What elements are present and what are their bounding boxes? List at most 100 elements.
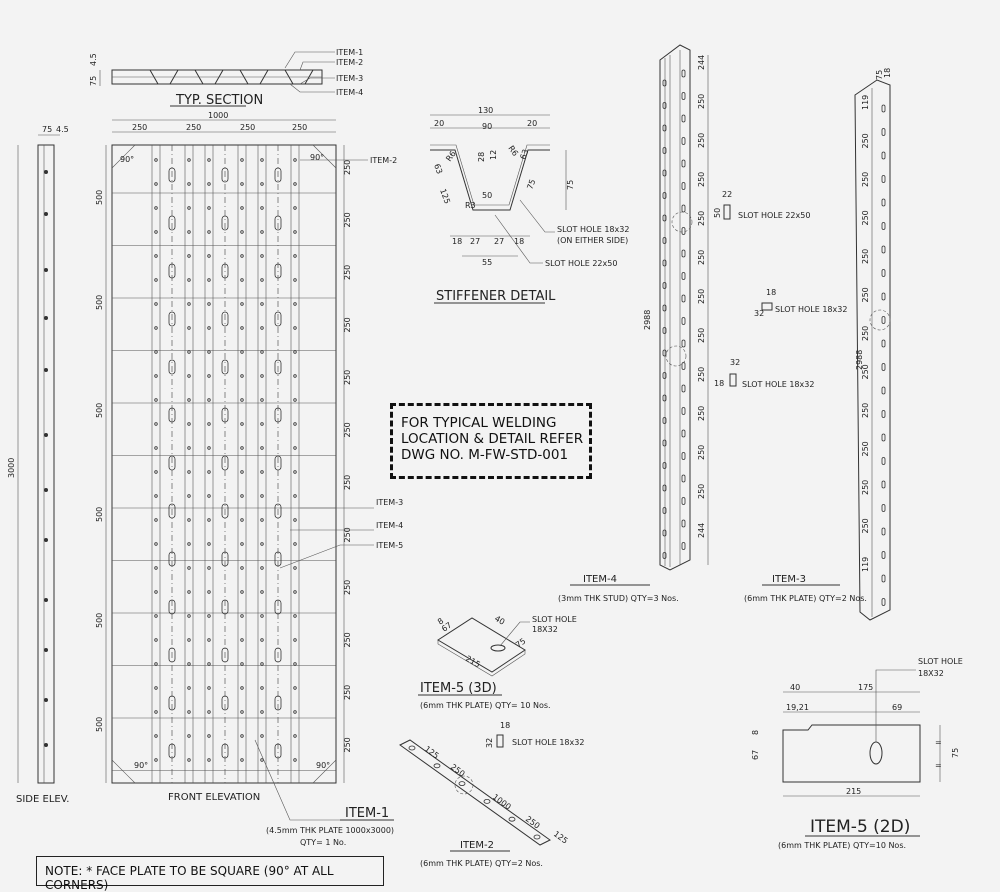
- plate-slot-mark: [881, 198, 886, 207]
- plug-weld: [240, 158, 244, 162]
- item1-title: ITEM-1: [345, 806, 389, 821]
- plate-dim: 250: [861, 210, 870, 225]
- stud-slot: [662, 214, 667, 222]
- plug-weld: [240, 590, 244, 594]
- channel-slot: [168, 503, 176, 519]
- plug-weld: [154, 590, 158, 594]
- stud-slot: [681, 317, 686, 325]
- stud-slot: [681, 227, 686, 235]
- left-dim-5: 500: [95, 613, 104, 628]
- plate-slot-mark: [881, 339, 886, 348]
- channel-slot: [274, 599, 282, 615]
- right-dim: 250: [343, 265, 352, 280]
- plate-slot-mark: [881, 433, 886, 442]
- stud-length: 2988: [643, 310, 652, 330]
- stiff-bot-2: 27: [470, 237, 480, 246]
- plate-dim: 250: [861, 480, 870, 495]
- plug-weld: [240, 494, 244, 498]
- plug-weld: [240, 518, 244, 522]
- section-item-4: ITEM-4: [336, 88, 363, 97]
- right-dim: 250: [343, 580, 352, 595]
- plug-weld: [293, 686, 297, 690]
- item-4-stud: 244250250250250250250250250250250250244 …: [558, 44, 814, 603]
- plug-weld: [293, 326, 297, 330]
- plug-weld: [260, 518, 264, 522]
- plate-dim: 250: [861, 133, 870, 148]
- plug-weld: [187, 230, 191, 234]
- i5-2d-d69: 69: [892, 703, 902, 712]
- stiff-d50: 50: [482, 191, 492, 200]
- i5-3d-d75: 75: [514, 636, 528, 649]
- front-callout-item-2: ITEM-2: [370, 156, 397, 165]
- channel-slot: [274, 215, 282, 231]
- plug-weld: [260, 158, 264, 162]
- stiff-top: 130: [478, 106, 493, 115]
- plug-weld: [187, 302, 191, 306]
- plug-weld: [293, 662, 297, 666]
- channel-slot: [221, 647, 229, 663]
- plug-weld: [293, 566, 297, 570]
- item2-dim: 125: [423, 744, 441, 760]
- item1-spec: (4.5mm THK PLATE 1000x3000): [266, 826, 394, 835]
- plate-slot-mark: [881, 527, 886, 536]
- item2-title: ITEM-2: [460, 840, 494, 851]
- stud-slot: [681, 69, 686, 78]
- i5-2d-d67: 67: [751, 750, 760, 760]
- plug-weld: [207, 254, 211, 258]
- plug-weld: [207, 590, 211, 594]
- section-item-2: ITEM-2: [336, 58, 363, 67]
- plug-weld: [154, 350, 158, 354]
- stiff-r3: R3: [465, 201, 476, 210]
- channel-slot: [168, 263, 176, 279]
- plate-dim: 250: [861, 403, 870, 418]
- plug-weld: [187, 614, 191, 618]
- stud-slot: [662, 394, 667, 402]
- channel-slot: [168, 743, 176, 759]
- channel-slot: [274, 551, 282, 567]
- right-dim: 250: [343, 422, 352, 437]
- stud-slot: [681, 542, 686, 550]
- i5-2d-d8: 8: [751, 730, 760, 735]
- plug-weld: [207, 686, 211, 690]
- item2-slot-mark: [483, 799, 491, 804]
- item-5-3d: 67 8 40 75 215 SLOT HOLE 18X32 ITEM-5 (3…: [418, 614, 577, 710]
- stud-dim: 244: [697, 55, 706, 70]
- plug-weld: [207, 326, 211, 330]
- plug-weld: [240, 326, 244, 330]
- plug-weld: [293, 182, 297, 186]
- plug-weld: [240, 302, 244, 306]
- typical-section: 75 4.5 TYP. SECTION ITEM-1 ITEM-2 ITEM-3…: [89, 48, 363, 108]
- plug-weld: [240, 206, 244, 210]
- plate-dim: 250: [861, 287, 870, 302]
- plate-dim: 250: [861, 364, 870, 379]
- plate-slot-mark: [881, 504, 886, 512]
- plug-weld: [154, 230, 158, 234]
- plug-weld: [293, 518, 297, 522]
- plug-weld: [260, 374, 264, 378]
- stud-slot: [681, 519, 686, 528]
- plug-weld: [207, 350, 211, 354]
- plug-weld: [240, 182, 244, 186]
- item-3-plate: 119250250250250250250250250250250250119 …: [744, 68, 892, 621]
- front-callout-item-4: ITEM-4: [376, 521, 403, 530]
- plug-weld: [154, 518, 158, 522]
- channel-slot: [274, 311, 282, 327]
- plug-weld: [240, 278, 244, 282]
- side-dim-4-5: 4.5: [56, 125, 69, 134]
- stud-dim: 250: [697, 367, 706, 382]
- item3-spec: (6mm THK PLATE) QTY=2 Nos.: [744, 594, 867, 603]
- stiff-r-right: R6: [506, 144, 519, 158]
- item4-spec: (3mm THK STUD) QTY=3 Nos.: [558, 594, 679, 603]
- channel-slot: [221, 695, 229, 711]
- plug-weld: [187, 254, 191, 258]
- plug-weld: [260, 302, 264, 306]
- plug-weld: [293, 374, 297, 378]
- plug-weld: [187, 518, 191, 522]
- item5-3d-title: ITEM-5 (3D): [420, 681, 497, 696]
- channel-slot: [274, 359, 282, 375]
- stud-slot: [681, 339, 686, 348]
- item2-slot-mark: [508, 816, 516, 822]
- plug-weld: [240, 662, 244, 666]
- plug-weld: [293, 422, 297, 426]
- stiff-top-mid: 90: [482, 122, 492, 131]
